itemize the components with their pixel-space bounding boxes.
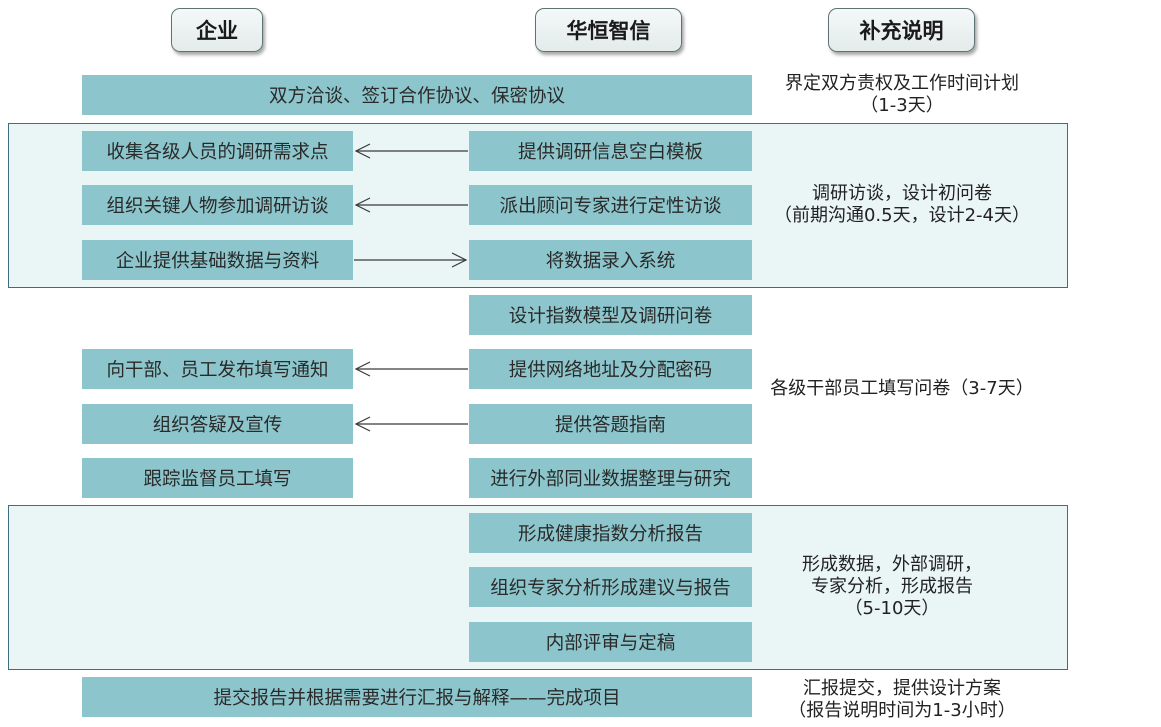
- step-provide-guide: 提供答题指南: [469, 404, 752, 444]
- step-enter-data: 将数据录入系统: [469, 240, 752, 280]
- arrow-consultants-to-interview-head: [354, 197, 371, 213]
- note-phase-5-line-2: （报告说明时间为1-3小时）: [788, 700, 1016, 721]
- note-phase-3: 各级干部员工填写问卷（3-7天）: [752, 378, 1052, 400]
- note-phase-4-line-3: （5-10天）: [844, 598, 940, 619]
- note-phase-2-line-1: 调研访谈，设计初问卷: [812, 183, 992, 204]
- note-phase-5: 汇报提交，提供设计方案 （报告说明时间为1-3小时）: [762, 678, 1042, 722]
- arrow-guide-to-qa-head: [354, 416, 371, 432]
- step-organize-interview: 组织关键人物参加调研访谈: [82, 185, 353, 225]
- note-phase-1-line-2: （1-3天）: [860, 95, 944, 116]
- step-expert-analysis: 组织专家分析形成建议与报告: [469, 567, 752, 607]
- step-submit-report: 提交报告并根据需要进行汇报与解释——完成项目: [82, 677, 752, 717]
- step-design-model: 设计指数模型及调研问卷: [469, 295, 752, 335]
- header-huaheng: 华恒智信: [535, 8, 682, 52]
- step-review: 内部评审与定稿: [469, 622, 752, 662]
- note-phase-4: 形成数据，外部调研， 专家分析，形成报告 （5-10天）: [762, 554, 1022, 620]
- note-phase-4-line-2: 专家分析，形成报告: [811, 576, 973, 597]
- step-provide-template: 提供调研信息空白模板: [469, 131, 752, 171]
- header-notes: 补充说明: [828, 8, 975, 52]
- note-phase-3-line-1: 各级干部员工填写问卷（3-7天）: [770, 378, 1034, 399]
- step-send-consultants: 派出顾问专家进行定性访谈: [469, 185, 752, 225]
- note-phase-2: 调研访谈，设计初问卷 （前期沟通0.5天，设计2-4天）: [752, 183, 1052, 227]
- step-external-research: 进行外部同业数据整理与研究: [469, 458, 752, 498]
- step-track-filling: 跟踪监督员工填写: [82, 458, 353, 498]
- step-health-report: 形成健康指数分析报告: [469, 513, 752, 553]
- note-phase-5-line-1: 汇报提交，提供设计方案: [803, 678, 1001, 699]
- arrow-template-to-needs-head: [354, 143, 371, 159]
- note-phase-4-line-1: 形成数据，外部调研，: [802, 554, 982, 575]
- note-phase-1: 界定双方责权及工作时间计划 （1-3天）: [762, 73, 1042, 117]
- step-provide-data: 企业提供基础数据与资料: [82, 240, 353, 280]
- step-negotiate: 双方洽谈、签订合作协议、保密协议: [82, 75, 752, 115]
- step-collect-needs: 收集各级人员的调研需求点: [82, 131, 353, 171]
- header-company: 企业: [171, 8, 263, 52]
- note-phase-1-line-1: 界定双方责权及工作时间计划: [785, 73, 1019, 94]
- step-organize-qa: 组织答疑及宣传: [82, 404, 353, 444]
- arrow-url-to-notify-head: [354, 361, 371, 377]
- step-notify-staff: 向干部、员工发布填写通知: [82, 349, 353, 389]
- note-phase-2-line-2: （前期沟通0.5天，设计2-4天）: [773, 205, 1031, 226]
- arrow-data-to-system-head: [451, 252, 468, 268]
- step-provide-url: 提供网络地址及分配密码: [469, 349, 752, 389]
